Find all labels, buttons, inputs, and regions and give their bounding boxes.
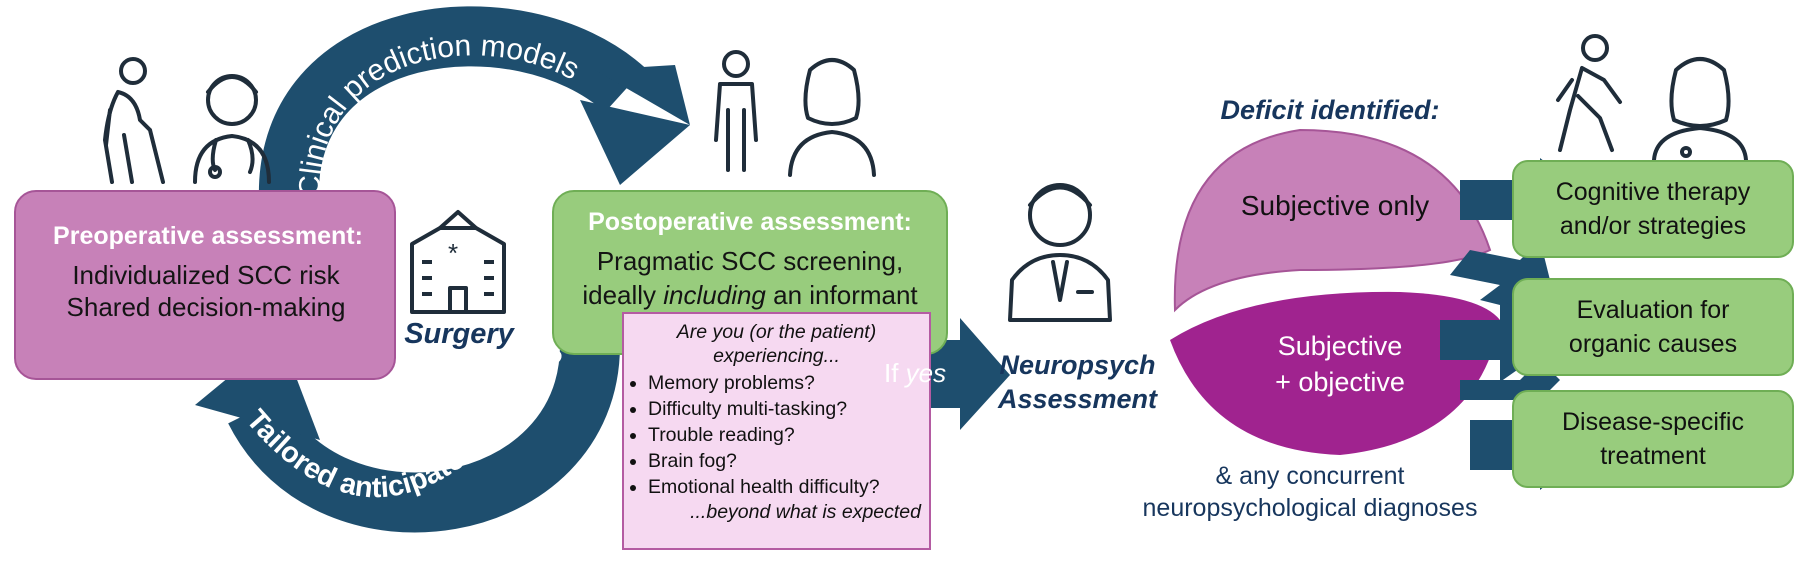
outcome-cognitive-therapy: Cognitive therapy and/or strategies [1512,160,1794,258]
postop-line2-emphasis: including [663,280,766,310]
if-yes-label: If yes [884,358,964,389]
female-doctor-icon [1652,57,1748,162]
subjective-objective-label: Subjective + objective [1210,328,1470,400]
outcome-3-line2: treatment [1600,442,1706,470]
top-cycle-arrow [258,6,690,219]
concurrent-line2: neuropsychological diagnoses [1142,494,1478,522]
neuropsych-line2: Assessment [997,384,1158,414]
screening-questions-box: Are you (or the patient) experiencing...… [622,312,931,550]
outcome-3-line1: Disease-specific [1561,408,1744,436]
outcome-2-line2: organic causes [1568,330,1738,358]
screening-item: Emotional health difficulty? [648,474,929,500]
svg-text:*: * [448,238,458,268]
postop-line2-post: an informant [765,280,918,310]
elderly-patient-icon [103,57,165,184]
female-clinician-icon [788,58,876,177]
screening-item: Difficulty multi-tasking? [648,396,929,422]
screening-item: Trouble reading? [648,422,929,448]
postop-line2: ideally including an informant [554,280,946,311]
outcome-1-line2: and/or strategies [1559,212,1747,240]
if-yes-pre: If [884,358,906,388]
postop-line1: Pragmatic SCC screening, [596,246,904,276]
outcome-1-line1: Cognitive therapy [1555,178,1751,206]
postop-line2-pre: ideally [582,280,664,310]
hospital-icon: * [410,210,506,314]
surgery-label: Surgery [404,318,514,350]
preoperative-box: Preoperative assessment: Individualized … [14,190,396,380]
combined-line1: Subjective [1277,331,1403,361]
concurrent-line1: & any concurrent [1215,462,1405,490]
screening-intro-1: Are you (or the patient) [676,321,877,343]
screening-outro: ...beyond what is expected [690,501,921,523]
combined-line2: + objective [1275,367,1405,397]
outcome-organic-evaluation: Evaluation for organic causes [1512,278,1794,376]
screening-intro-2: experiencing... [713,345,840,367]
if-yes-emphasis: yes [905,358,947,388]
neuropsychologist-icon [1008,183,1112,322]
subjective-only-label: Subjective only [1240,190,1430,221]
deficit-circles [1170,128,1500,455]
patient-icon [714,50,758,172]
neuropsych-line1: Neuropsych [999,350,1156,380]
screening-list: Memory problems? Difficulty multi-taskin… [624,370,929,500]
screening-item: Memory problems? [648,370,929,396]
doctor-icon [193,74,271,184]
walking-person-icon [1556,34,1622,152]
postop-heading: Postoperative assessment: [588,208,912,236]
outcome-2-line1: Evaluation for [1576,296,1730,324]
concurrent-diagnoses-label: & any concurrent neuropsychological diag… [1110,460,1510,524]
outcome-disease-specific: Disease-specific treatment [1512,390,1794,488]
neuropsych-assessment-label: Neuropsych Assessment [985,348,1170,416]
screening-item: Brain fog? [648,448,929,474]
preop-line2: Shared decision-making [66,292,346,322]
deficit-title: Deficit identified: [1220,95,1440,125]
preop-heading: Preoperative assessment: [53,222,363,250]
preop-line1: Individualized SCC risk [72,260,340,290]
